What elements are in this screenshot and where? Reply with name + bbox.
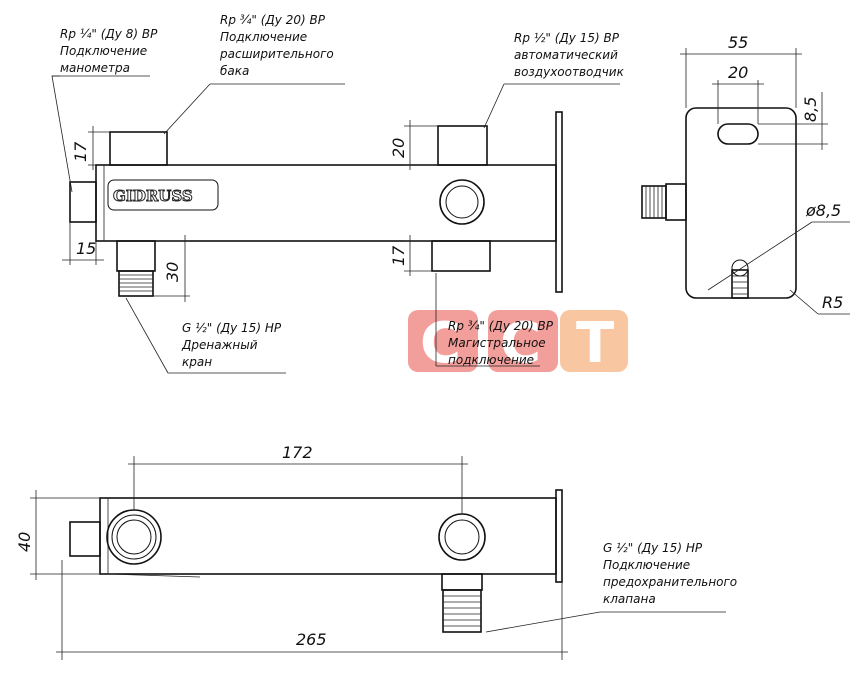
leader-drain: [125, 297, 169, 374]
safety-port: [441, 573, 483, 591]
side-left-thread: [641, 185, 667, 219]
top-view-tank-port-inner: [116, 519, 152, 555]
dim-30: 30: [163, 262, 182, 282]
dim-r5: R5: [822, 293, 843, 312]
dim-20-top: 20: [389, 138, 408, 158]
safety-thread: [442, 589, 482, 633]
dim-diameter: ø8,5: [805, 201, 841, 220]
top-view-tank-port-mid: [111, 514, 157, 560]
note-air-vent-line2: автоматический: [514, 48, 618, 62]
top-view-flange: [555, 489, 563, 583]
leader-diameter: [707, 221, 813, 291]
top-view-tank-port-outer: [106, 509, 162, 565]
watermark: С С Т: [408, 310, 628, 376]
leader-tank: [163, 83, 211, 135]
side-bottom-thread: [731, 269, 749, 299]
front-round-port-inner: [445, 185, 479, 219]
watermark-block-3: [560, 310, 628, 372]
note-tank-line4: бака: [220, 64, 249, 78]
note-drain-line3: кран: [182, 355, 212, 369]
air-vent-port: [437, 125, 488, 166]
note-air-vent-line3: воздухоотводчик: [514, 65, 625, 79]
note-safety-line3: предохранительного: [603, 575, 737, 589]
note-tank-line1: Rp ¾" (Ду 20) ВР: [220, 13, 326, 27]
dim-172: 172: [282, 443, 313, 462]
side-left-port: [665, 183, 687, 221]
dim-55: 55: [728, 33, 748, 52]
drain-port: [116, 240, 156, 272]
note-safety-line1: G ½" (Ду 15) НР: [603, 541, 703, 555]
dim-17-left: 17: [71, 141, 90, 162]
side-bottom-hole: [731, 259, 749, 277]
watermark-letter-3: Т: [576, 311, 614, 376]
note-safety-line4: клапана: [603, 592, 656, 606]
dim-17-right: 17: [389, 245, 408, 266]
note-main-line2: Магистральное: [448, 336, 546, 350]
note-drain-line1: G ½" (Ду 15) НР: [182, 321, 282, 335]
front-round-port-outer: [439, 179, 485, 225]
dim-20-side: 20: [728, 63, 748, 82]
brand-logo: GIDRUSS: [113, 187, 193, 205]
note-air-vent-line1: Rp ½" (Ду 15) ВР: [514, 31, 620, 45]
top-view-left-port: [69, 521, 101, 557]
top-view-vent-port-outer: [438, 513, 486, 561]
leader-air-vent: [483, 83, 505, 129]
watermark-letter-1: С: [420, 311, 461, 376]
watermark-block-1: [408, 310, 478, 372]
top-view-body: [99, 497, 557, 575]
main-port: [431, 240, 491, 272]
note-tank-line2: Подключение: [220, 30, 307, 44]
watermark-letter-2: С: [500, 311, 541, 376]
top-view: 172 40 265 G ½" (Ду 15) НР Подключение п…: [15, 443, 737, 660]
top-view-vent-port-inner: [444, 519, 480, 555]
watermark-block-2: [488, 310, 558, 372]
dim-265: 265: [296, 630, 327, 649]
note-main-line3: подключение: [448, 353, 534, 367]
side-view-slot: [717, 123, 759, 145]
front-view: GIDRUSS 17 15 30 20 17 Rp ¼" (Ду 8) ВР П…: [51, 13, 625, 374]
dim-15: 15: [76, 239, 96, 258]
note-manometer-line3: манометра: [60, 61, 130, 75]
leader-manometer: [51, 75, 73, 193]
front-view-flange: [555, 111, 563, 293]
drain-thread: [118, 270, 154, 297]
dim-8-5: 8,5: [801, 97, 820, 122]
note-tank-line3: расширительного: [219, 47, 334, 61]
side-view: 55 20 8,5 ø8,5 R5: [641, 33, 850, 315]
manometer-port: [69, 181, 97, 223]
note-manometer-line1: Rp ¼" (Ду 8) ВР: [60, 27, 158, 41]
dim-40: 40: [15, 532, 34, 552]
note-manometer-line2: Подключение: [60, 44, 147, 58]
note-main-line1: Rp ¾" (Ду 20) ВР: [448, 319, 554, 333]
note-drain-line2: Дренажный: [181, 338, 258, 352]
tank-port: [109, 131, 168, 166]
logo-plate: [107, 179, 219, 211]
leader-radius: [789, 289, 819, 315]
leader-safety: [485, 611, 601, 633]
note-safety-line2: Подключение: [603, 558, 690, 572]
